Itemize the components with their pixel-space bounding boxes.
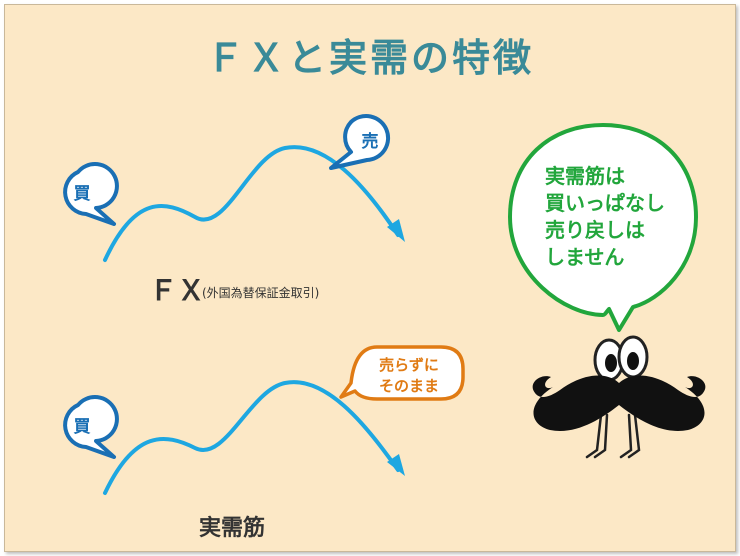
fx-name-sub: (外国為替保証金取引) <box>202 285 319 300</box>
mascot-speech-line1: 実需筋は <box>545 164 625 188</box>
mascot-speech-line4: しません <box>545 245 624 269</box>
diagram-frame: ＦＸと実需の特徴 買 売 ＦＸ (外国為替保証金取引) 買 <box>4 4 736 552</box>
mustache-mascot <box>532 335 706 459</box>
jitsuju-buy-label: 買 <box>74 417 91 437</box>
fx-sell-label: 売 <box>362 131 379 152</box>
jitsuju-note-line1: 売らずに <box>379 356 439 374</box>
mascot-legs <box>585 413 641 459</box>
page-title: ＦＸと実需の特徴 <box>205 36 534 80</box>
mascot-eyes <box>593 335 649 382</box>
jitsuju-note-bubble: 売らずに そのまま <box>339 345 465 401</box>
mascot-speech-bubble: 実需筋は 買いっぱなし 売り戻しは しません <box>508 123 698 332</box>
fx-price-curve <box>103 145 400 262</box>
diagram-canvas: 買 売 ＦＸ (外国為替保証金取引) 買 売らずに そのまま 実需筋 実需筋 <box>63 114 706 541</box>
fx-name: ＦＸ <box>149 274 205 307</box>
mascot-mustache <box>532 375 706 431</box>
jitsuju-arrow-head <box>387 454 405 476</box>
fx-arrow-head <box>387 219 405 242</box>
fx-sell-bubble: 売 <box>329 114 391 170</box>
jitsuju-note-line2: そのまま <box>379 377 439 395</box>
fx-buy-label: 買 <box>74 184 91 204</box>
jitsuju-price-curve <box>103 380 400 495</box>
fx-buy-bubble: 買 <box>63 162 119 226</box>
mascot-speech-line2: 買いっぱなし <box>545 191 665 215</box>
jitsuju-name: 実需筋 <box>199 515 265 541</box>
jitsuju-buy-bubble: 買 <box>63 395 119 459</box>
mascot-speech-line3: 売り戻しは <box>545 218 645 242</box>
